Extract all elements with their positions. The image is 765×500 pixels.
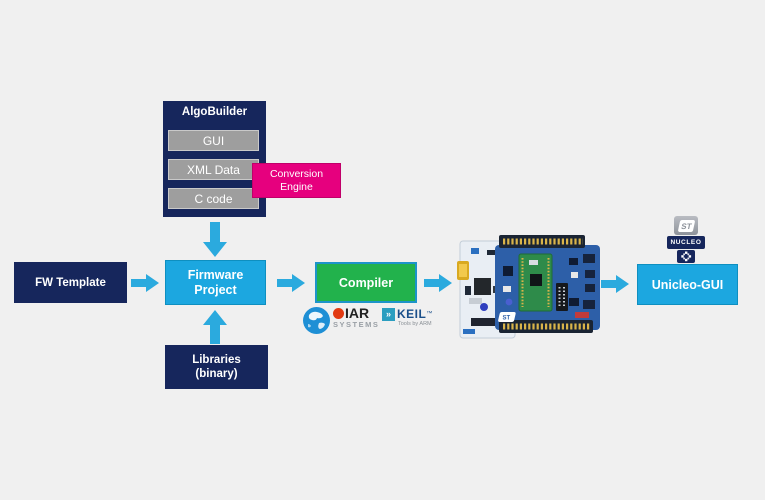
compiler-label: Compiler <box>338 275 394 290</box>
keil-chevron-icon: » <box>382 307 395 321</box>
libraries-line1: Libraries <box>192 354 241 366</box>
algobuilder-item-xml-data: XML Data <box>168 159 259 180</box>
conversion-engine-line2: Engine <box>280 180 313 193</box>
compiler-box: Compiler <box>315 262 417 303</box>
keil-name: KEIL <box>397 307 427 321</box>
algobuilder-title: AlgoBuilder <box>181 106 248 118</box>
nucleo-board-photo: ST <box>457 228 603 341</box>
keil-logo: » KEIL ™ Tools by ARM <box>382 307 434 333</box>
keil-trademark: ™ <box>426 311 433 317</box>
arrow-compiler-to-board <box>424 274 452 292</box>
conversion-engine-box: Conversion Engine <box>252 163 341 198</box>
algobuilder-item-c-code: C code <box>168 188 259 209</box>
arrow-up-libraries-to-firmware <box>203 310 227 344</box>
fw-template-label: FW Template <box>35 276 106 289</box>
algobuilder-item-gui: GUI <box>168 130 259 151</box>
libraries-line2: (binary) <box>195 368 238 380</box>
arrow-firmware-to-compiler <box>277 274 305 292</box>
unicleo-gui-box: Unicleo-GUI <box>637 264 738 305</box>
unicleo-app-icon: ST NUCLEO <box>667 216 705 263</box>
firmware-project-box: Firmware Project <box>165 260 266 305</box>
arrow-board-to-unicleo <box>601 275 629 293</box>
libraries-box: Libraries (binary) <box>165 345 268 389</box>
st-logo-mark: ST <box>677 219 695 232</box>
iar-sub: SYSTEMS <box>333 320 380 329</box>
conversion-engine-line1: Conversion <box>269 167 324 180</box>
iar-dot-icon <box>333 307 344 319</box>
iar-name: IAR <box>345 305 370 321</box>
toolchain-logos: IAR SYSTEMS » KEIL ™ Tools by ARM <box>300 305 435 335</box>
algobuilder-box: AlgoBuilder GUI XML Data C code <box>163 101 266 217</box>
iar-systems-logo: IAR SYSTEMS <box>333 305 383 333</box>
nucleo-connector-icon <box>677 250 695 263</box>
firmware-project-line1: Firmware <box>187 267 244 282</box>
arrow-down-algobuilder-to-firmware <box>203 222 227 257</box>
arrow-fwtemplate-to-firmware <box>131 274 159 292</box>
unicleo-gui-label: Unicleo-GUI <box>651 277 724 292</box>
svg-text:ST: ST <box>503 316 511 322</box>
keil-sub: Tools by ARM <box>398 321 432 327</box>
st-logo-icon: ST <box>674 216 698 235</box>
nucleo-icon-label: NUCLEO <box>667 236 705 249</box>
system-workbench-globe-icon <box>303 307 330 334</box>
firmware-project-line2: Project <box>194 282 237 297</box>
fw-template-box: FW Template <box>14 262 127 303</box>
